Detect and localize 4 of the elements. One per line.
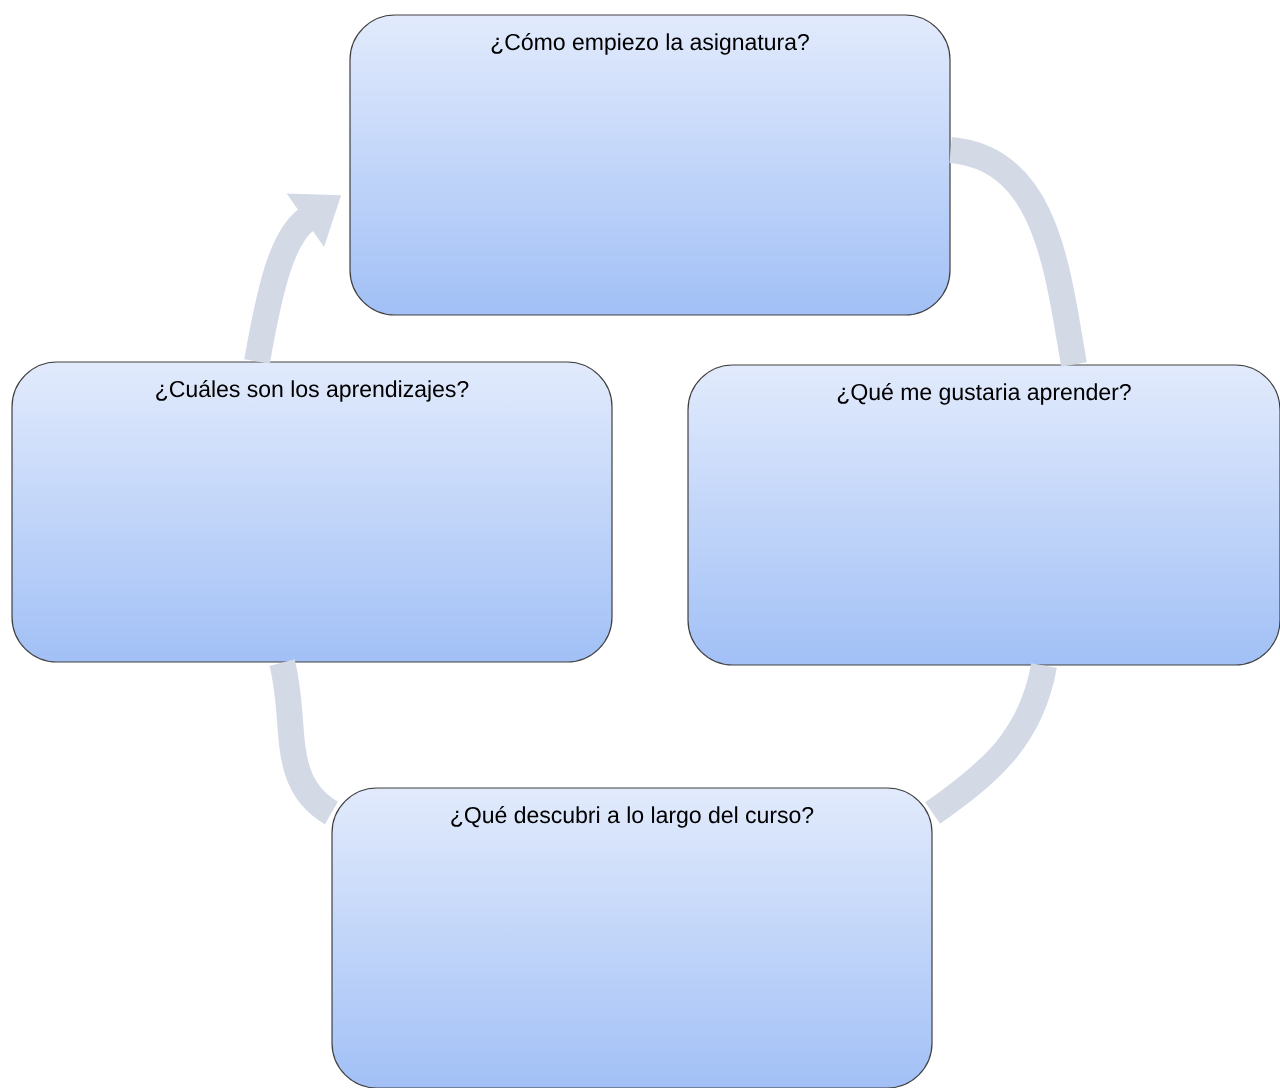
question-box: ¿Cuáles son los aprendizajes? <box>11 361 613 663</box>
question-box: ¿Qué descubri a lo largo del curso? <box>331 787 933 1088</box>
question-box: ¿Qué me gustaria aprender? <box>687 364 1280 666</box>
question-box: ¿Cómo empiezo la asignatura? <box>349 14 951 316</box>
